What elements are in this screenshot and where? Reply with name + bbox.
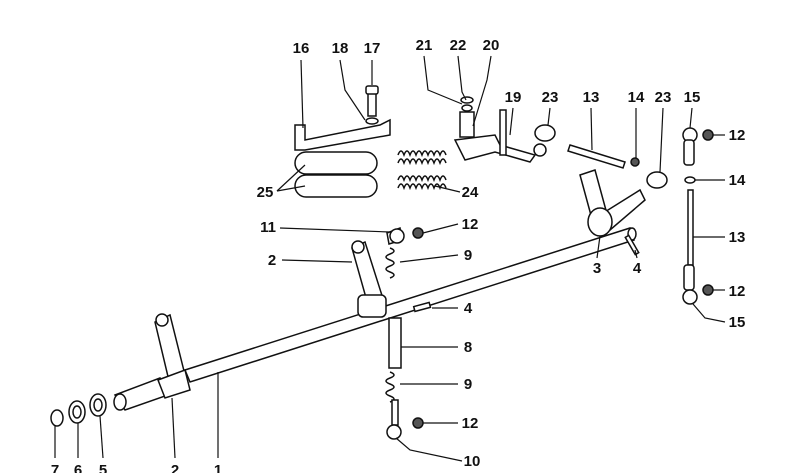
- callout-15: 15: [729, 314, 746, 331]
- callout-21: 21: [416, 37, 433, 54]
- callout-4: 4: [464, 300, 473, 317]
- callout-10: 10: [464, 453, 481, 470]
- callout-7: 7: [51, 462, 59, 473]
- callout-2: 2: [171, 462, 179, 473]
- callout-12: 12: [729, 127, 746, 144]
- callout-14: 14: [729, 172, 746, 189]
- callout-1: 1: [214, 462, 222, 473]
- callout-5: 5: [99, 462, 107, 473]
- callout-12: 12: [462, 415, 479, 432]
- callout-3: 3: [593, 260, 601, 277]
- callout-6: 6: [74, 462, 82, 473]
- middle-lever: [351, 226, 432, 440]
- callout-labels: 16 18 17 21 22 20 19 23 13 14 23 15 12 1…: [51, 37, 746, 473]
- rollers: [294, 151, 378, 198]
- callout-13: 13: [583, 89, 600, 106]
- callout-9: 9: [464, 247, 472, 264]
- callout-13: 13: [729, 229, 746, 246]
- callout-16: 16: [293, 40, 310, 57]
- callout-17: 17: [364, 40, 381, 57]
- washers: [50, 393, 107, 427]
- callout-22: 22: [450, 37, 467, 54]
- pivot-assembly: [453, 96, 547, 163]
- bracket-assembly: [294, 85, 391, 151]
- callout-12: 12: [462, 216, 479, 233]
- callout-11: 11: [260, 219, 276, 236]
- left-lever: [113, 313, 191, 411]
- springs: [397, 150, 447, 191]
- callout-25: 25: [257, 184, 274, 201]
- callout-14: 14: [628, 89, 645, 106]
- callout-4: 4: [633, 260, 642, 277]
- callout-8: 8: [464, 339, 472, 356]
- callout-18: 18: [332, 40, 349, 57]
- callout-19: 19: [505, 89, 522, 106]
- callout-12: 12: [729, 283, 746, 300]
- leader-lines: [54, 55, 726, 462]
- callout-9: 9: [464, 376, 472, 393]
- right-rods: [534, 124, 714, 305]
- callout-23: 23: [655, 89, 672, 106]
- callout-2: 2: [268, 252, 276, 269]
- shaft: [183, 227, 637, 383]
- right-lever: [579, 169, 646, 256]
- callout-20: 20: [483, 37, 500, 54]
- callout-24: 24: [462, 184, 479, 201]
- callout-23: 23: [542, 89, 559, 106]
- callout-15: 15: [684, 89, 701, 106]
